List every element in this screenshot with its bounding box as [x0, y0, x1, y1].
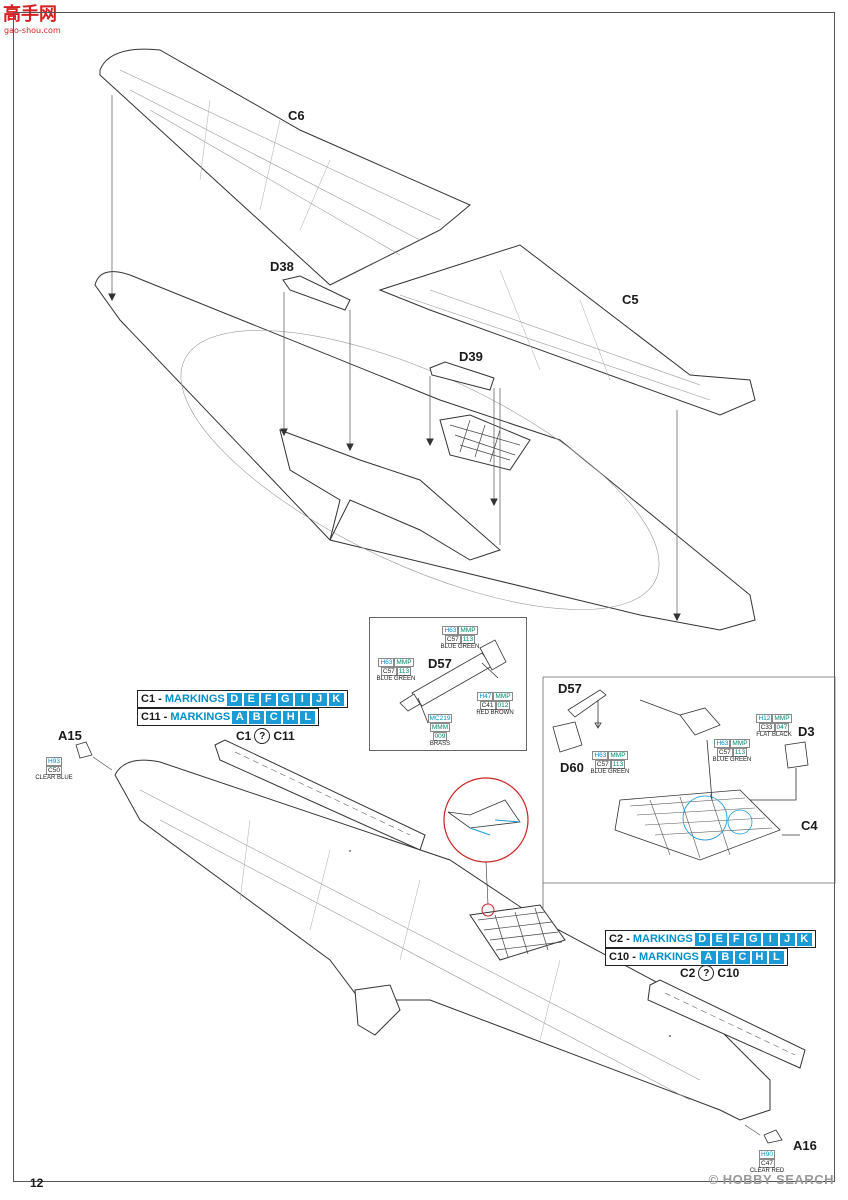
option-icon: ? — [698, 965, 715, 981]
page-number: 12 — [30, 1176, 44, 1190]
detail-callout — [443, 777, 529, 917]
label-a16: A16 — [793, 1138, 817, 1153]
lower-wing — [94, 271, 756, 631]
label-d39: D39 — [459, 349, 483, 364]
inset-d57 — [567, 689, 607, 718]
upper-wing-c5 — [378, 244, 756, 416]
label-c4: C4 — [801, 818, 818, 833]
panel-d39 — [429, 361, 495, 391]
callout-c1-c11: C1 ? C11 — [236, 728, 295, 744]
logo-subtext: gao-shou.com — [4, 26, 61, 35]
label-a15: A15 — [58, 728, 82, 743]
logo-text: 高手网 — [3, 3, 57, 25]
label-d3: D3 — [798, 724, 815, 739]
inset-part — [679, 707, 721, 736]
paint-a16: H90 C47 CLEAR RED — [749, 1150, 785, 1174]
aileron-c2-c10 — [647, 979, 806, 1069]
option-icon: ? — [254, 728, 271, 744]
part-a16 — [763, 1129, 783, 1144]
part-a15 — [75, 741, 93, 759]
lower-assembly-wing — [114, 759, 771, 1121]
label-c5: C5 — [622, 292, 639, 307]
label-c6: C6 — [288, 108, 305, 123]
label-d38: D38 — [270, 259, 294, 274]
aileron-c1-c11 — [214, 739, 426, 851]
callout-c2-c10: C2 ? C10 — [680, 965, 740, 981]
upper-wing-c6 — [99, 48, 471, 286]
page-frame — [13, 12, 835, 1182]
watermark: © HOBBY SEARCH — [708, 1172, 834, 1187]
label-d60: D60 — [560, 760, 584, 775]
paint-a15: H93 C50 CLEAR BLUE — [35, 757, 73, 781]
part-d3 — [784, 741, 809, 769]
paint-d57-brass: MC219 MMM 009 BRASS — [427, 714, 453, 747]
panel-d38 — [282, 275, 351, 311]
inset-grid — [614, 789, 781, 861]
inset-d60 — [552, 721, 583, 753]
lower-wing-center — [279, 429, 501, 561]
label-d57: D57 — [428, 656, 452, 671]
site-logo: 高手网 gao-shou.com — [0, 0, 70, 36]
label-d57-inset: D57 — [558, 681, 582, 696]
